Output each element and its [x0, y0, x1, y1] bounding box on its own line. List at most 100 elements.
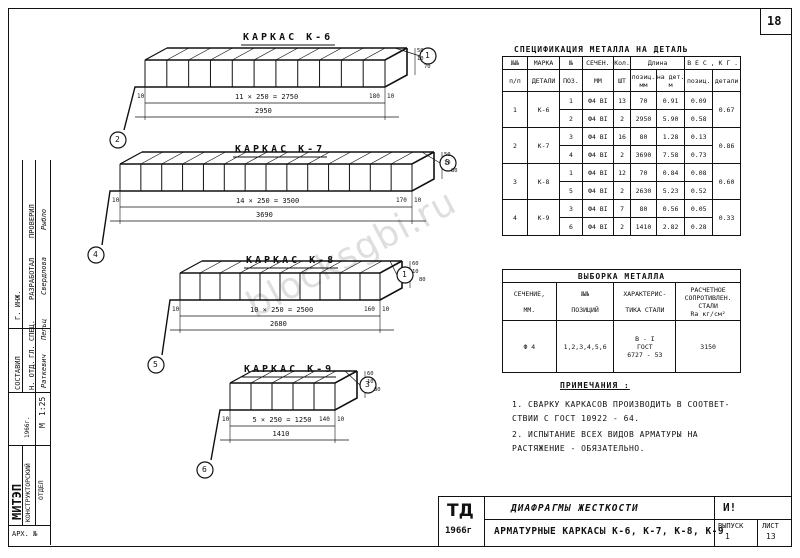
bar-marker [109, 131, 127, 149]
spec-weight-pos: 0.09 [684, 91, 714, 110]
bar-marker-label: 6 [202, 465, 207, 474]
dim-main-label: 14 × 250 = 3500 [236, 197, 300, 205]
tb-year: 1966г [445, 526, 473, 536]
note-line-4: РАСТЯЖЕНИЕ - ОБЯЗАТЕЛЬНО. [512, 444, 645, 453]
rung-perspective [384, 47, 408, 61]
spec-length-det: 2.82 [655, 217, 686, 236]
spec-length-pos: 80 [630, 199, 657, 218]
sheet-frame [8, 8, 792, 547]
bar-marker [87, 246, 105, 264]
spec-pos: 6 [559, 217, 583, 236]
spec-h-qty2: ШТ [613, 69, 632, 92]
frame-title: КАРКАС К-6 [243, 32, 334, 43]
rung-perspective [297, 47, 320, 61]
rung-perspective [144, 47, 168, 61]
spec-length-pos: 1410 [630, 217, 657, 236]
spec-qty: 2 [613, 109, 632, 128]
note-line-1: 1. СВАРКУ КАРКАСОВ ПРОИЗВОДИТЬ В СООТВЕТ… [512, 400, 730, 409]
spec-group-mark: К-7 [526, 127, 561, 164]
rung-perspective [390, 151, 414, 165]
spec-length-pos: 3690 [630, 145, 657, 164]
dim-right2-label: 10 [414, 197, 422, 204]
spec-weight-pos: 0.28 [684, 217, 714, 236]
rung-perspective [210, 47, 233, 61]
tb-code: ТД [447, 501, 474, 521]
notes-title: ПРИМЕЧАНИЯ : [560, 381, 630, 390]
rung-perspective [359, 260, 383, 274]
spec-qty: 7 [613, 199, 632, 218]
rung-perspective [229, 370, 253, 384]
dim-height-label: 80 [374, 387, 381, 393]
dim-height-label: 10 [444, 160, 451, 166]
rung-perspective [119, 151, 143, 165]
spec-h-num2: п/п [502, 69, 528, 92]
spec-weight-det: 0.33 [712, 199, 741, 236]
spec-group-mark: К-9 [526, 199, 561, 236]
dim-height-label: 10 [417, 56, 424, 62]
dim-height-label: 70 [424, 64, 431, 70]
rung-perspective [275, 47, 299, 61]
selection-section: Ф 4 [502, 320, 557, 373]
rung-perspective [166, 47, 189, 61]
rung-perspective [319, 260, 343, 274]
spec-pos: 3 [559, 127, 583, 146]
spec-group-num: 4 [502, 199, 528, 236]
spec-pos: 3 [559, 199, 583, 218]
rung-perspective [140, 151, 164, 165]
spec-weight-pos: 0.73 [684, 145, 714, 164]
rung-perspective [259, 260, 283, 274]
spec-length-det: 0.84 [655, 163, 686, 182]
spec-section: Ф4 ВI [581, 217, 615, 236]
rung-perspective [299, 260, 323, 274]
rung-perspective [224, 151, 247, 165]
selection-resist: 3150 [675, 320, 741, 373]
dim-right1-label: 160 [364, 306, 375, 313]
selection-title: ВЫБОРКА МЕТАЛЛА [502, 269, 741, 283]
frame-title: КАРКАС К-9 [244, 364, 335, 375]
spec-qty: 13 [613, 91, 632, 110]
tb-title-2: АРМАТУРНЫЕ КАРКАСЫ К-6, К-7, К-8, К-9 [494, 526, 725, 537]
spec-weight-det: 0.86 [712, 127, 741, 164]
rung-perspective [232, 47, 255, 61]
leader-line [389, 260, 398, 276]
tb-sheet-label: ЛИСТ [762, 522, 779, 530]
dim-total-label: 1410 [272, 430, 290, 438]
spec-pos: 4 [559, 145, 583, 164]
dim-height-label: 80 [451, 168, 458, 174]
frame-title: КАРКАС К-7 [235, 144, 326, 155]
spec-h-mark2: ДЕТАЛИ [526, 69, 561, 92]
rung-perspective [307, 151, 330, 165]
spec-qty: 16 [613, 127, 632, 146]
spec-h-weight: В Е С , К Г . [684, 56, 741, 70]
position-marker-label: 1 [425, 51, 430, 60]
sheet-number: 18 [767, 14, 782, 28]
spec-length-pos: 2950 [630, 109, 657, 128]
dim-height-label: 60 [367, 371, 374, 377]
rung-perspective [379, 260, 403, 274]
spec-length-pos: 70 [630, 163, 657, 182]
spec-length-det: 1.28 [655, 127, 686, 146]
selection-positions: 1,2,3,4,5,6 [555, 320, 615, 373]
stamp-arch: АРХ. № [12, 530, 38, 538]
selection-h-char: ХАРАКТЕРИС-ТИКА СТАЛИ [613, 282, 677, 321]
spec-qty: 2 [613, 181, 632, 200]
dim-right2-label: 10 [337, 416, 345, 423]
spec-pos: 5 [559, 181, 583, 200]
rung-perspective [339, 260, 363, 274]
dim-left-label: 10 [172, 306, 180, 313]
rung-perspective [161, 151, 184, 165]
spec-weight-det: 0.60 [712, 163, 741, 200]
tb-mark: И! [723, 501, 737, 514]
spec-h-qty: Кол. [613, 56, 632, 70]
dim-right2-label: 10 [382, 306, 390, 313]
leader-line [394, 47, 421, 57]
spec-pos: 1 [559, 163, 583, 182]
spec-qty: 2 [613, 217, 632, 236]
spec-section: Ф4 ВI [581, 163, 615, 182]
spec-length-det: 7.58 [655, 145, 686, 164]
